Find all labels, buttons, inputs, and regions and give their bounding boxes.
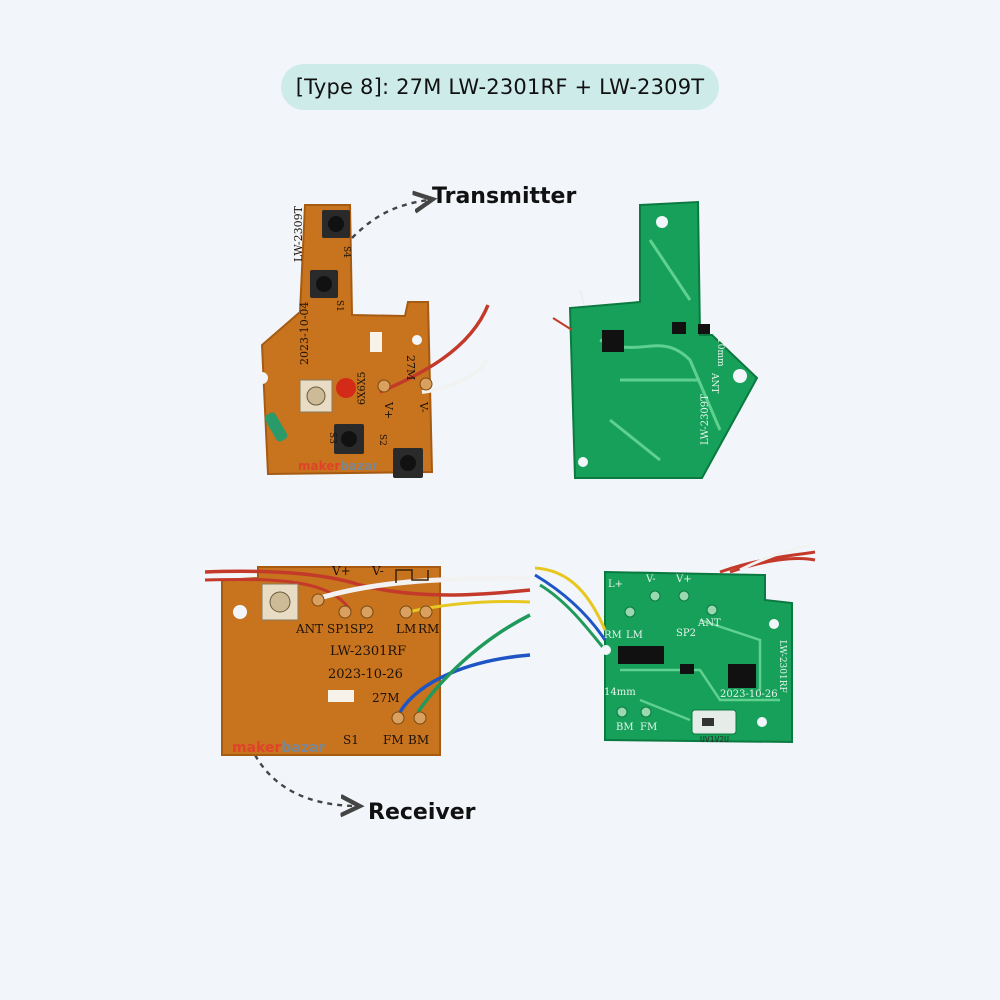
receiver-label: Receiver <box>368 800 476 825</box>
tx-date-text: 2023-10-04 <box>298 302 311 365</box>
rxb-pad-vplus: V+ <box>675 574 692 585</box>
svg-text:makerbazar: makerbazar <box>298 459 378 473</box>
tx-watermark-bazar: bazar <box>340 459 378 473</box>
rxb-pad-fm: FM <box>640 722 657 733</box>
rxb-chip-text: UV1V2U <box>700 735 729 744</box>
rx-pad-ant: ANT <box>295 622 323 636</box>
rx-pad-rm: RM <box>418 622 439 636</box>
tx-switch-s2: S2 <box>377 434 387 446</box>
receiver-board-back: L+ V- V+ RM LM SP2 ANT LW-2301RF 2023-10… <box>534 543 816 744</box>
tx-switch-s1: S1 <box>334 300 344 312</box>
rx-pad-sp2: SP2 <box>350 622 374 636</box>
rxb-pad-bm: BM <box>616 722 634 733</box>
rxb-pad-rm: RM <box>604 630 622 641</box>
rx-watermark-bazar: bazar <box>281 740 325 756</box>
rxb-pad-vminus: V- <box>645 574 656 585</box>
rxb-size-text: 14mm <box>604 687 636 698</box>
transmitter-label: Transmitter <box>432 184 577 209</box>
rxb-date-text: 2023-10-26 <box>720 689 778 700</box>
rx-pad-s1: S1 <box>343 733 359 747</box>
rxb-pad-lplus: L+ <box>608 579 623 590</box>
txb-model-text: LW-2309T <box>700 394 711 445</box>
rx-pad-vminus: V- <box>371 564 384 578</box>
transmitter-pointer <box>351 200 428 239</box>
tx-freq-text: 27M <box>404 355 417 380</box>
rx-model-text: LW-2301RF <box>330 644 406 659</box>
tx-pad-vplus: V+ <box>382 401 395 419</box>
rx-date-text: 2023-10-26 <box>328 667 403 682</box>
transmitter-board-front: LW-2309T 2023-10-04 27M V+ V- S1 S2 S3 S… <box>256 204 490 478</box>
tx-switch-s4: S4 <box>341 246 351 258</box>
rxb-pad-sp2: SP2 <box>676 628 696 639</box>
page-title: [Type 8]: 27M LW-2301RF + LW-2309T <box>295 75 705 99</box>
rx-pad-sp1: SP1 <box>327 622 351 636</box>
tx-pad-vminus: V- <box>417 401 430 413</box>
rx-watermark-maker: maker <box>232 740 281 756</box>
svg-text:makerbazar: makerbazar <box>232 740 325 756</box>
rxb-pad-ant: ANT <box>697 618 721 629</box>
rxb-model-text: LW-2301RF <box>777 640 787 693</box>
tx-watermark-maker: maker <box>298 459 340 473</box>
tx-model-text: LW-2309T <box>292 205 305 262</box>
receiver-board-front: V+ V- ANT SP1 SP2 LM RM LW-2301RF 2023-1… <box>204 564 531 756</box>
title-pill: [Type 8]: 27M LW-2301RF + LW-2309T <box>281 64 719 110</box>
receiver-pointer <box>253 754 355 806</box>
rx-pad-vplus: V+ <box>331 564 351 578</box>
txb-size-text: 10mm <box>715 338 725 367</box>
rx-pad-bm: BM <box>408 733 429 747</box>
tx-switch-s3: S3 <box>327 432 337 444</box>
rx-pad-lm: LM <box>396 622 416 636</box>
rx-pad-fm: FM <box>383 733 404 747</box>
tx-part-text: 6X6X5 <box>357 372 368 405</box>
transmitter-board-back: LW-2309T 10mm ANT <box>552 200 759 479</box>
rx-freq-text: 27M <box>372 691 400 705</box>
txb-ant-text: ANT <box>709 372 719 393</box>
rxb-pad-lm: LM <box>626 630 643 641</box>
